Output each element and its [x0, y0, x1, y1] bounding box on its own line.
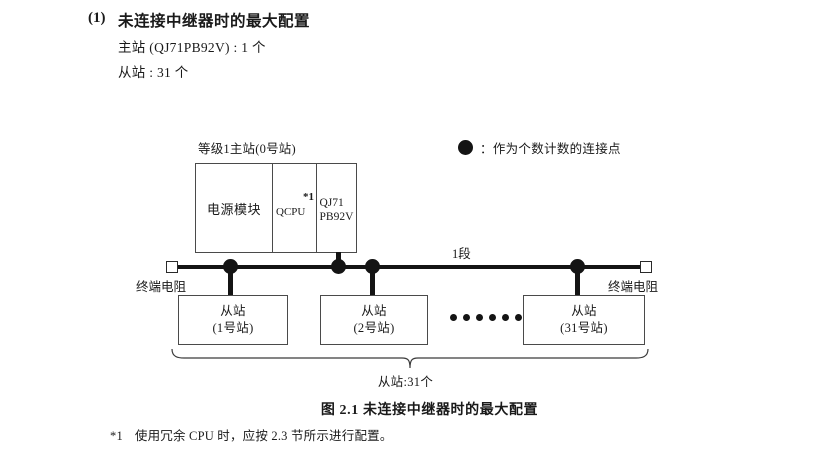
terminating-resistor-right-label: 终端电阻: [608, 280, 659, 294]
drop-line-slave-31: [575, 266, 580, 296]
slave-title-2: 从站: [361, 304, 387, 318]
ellipsis-dots-icon: [450, 314, 522, 321]
section-number: (1): [88, 10, 106, 26]
cpu-footnote-mark: *1: [303, 191, 315, 203]
terminating-resistor-right-icon: [640, 261, 652, 273]
power-module-label: 电源模块: [207, 201, 262, 217]
filled-circle-icon: [458, 140, 473, 155]
connection-point-dot-slave-31: [570, 259, 585, 274]
rack-caption-label: 等级1主站(0号站): [198, 142, 296, 156]
slave-title-31: 从站: [571, 304, 597, 318]
legend: ：作为个数计数的连接点: [458, 138, 621, 157]
spec-slave-count: 从站 : 31 个: [118, 65, 189, 80]
cpu-label: QCPU: [276, 206, 306, 218]
legend-text: ：作为个数计数的连接点: [480, 138, 621, 157]
master-module-label: QJ71 PB92V: [319, 197, 354, 223]
legend-separator: ：: [480, 142, 493, 156]
legend-description: 作为个数计数的连接点: [492, 142, 621, 156]
slave-station-31: (31号站): [560, 321, 608, 335]
slave-station-box-1: 从站 (1号站): [178, 295, 288, 345]
slave-station-box-31: 从站 (31号站): [523, 295, 645, 345]
drop-line-slave-1: [228, 266, 233, 296]
rack-cell-power-module: 电源模块: [196, 164, 274, 252]
connection-point-dot-slave-2: [365, 259, 380, 274]
bus-segment-label: 1段: [452, 247, 471, 261]
bus-trunk-line: [174, 265, 640, 269]
slave-station-1: (1号站): [212, 321, 254, 335]
connection-point-dot-slave-1: [223, 259, 238, 274]
footnote-mark: *1: [110, 429, 123, 443]
section-title: 未连接中继器时的最大配置: [118, 13, 311, 30]
figure-caption-text: 图 2.1 未连接中继器时的最大配置: [320, 403, 539, 418]
rack-cell-master-module: QJ71 PB92V: [317, 164, 357, 252]
rack-cell-cpu: QCPU *1: [273, 164, 317, 252]
connection-point-dot-master: [331, 259, 346, 274]
footnote: *1 使用冗余 CPU 时，应按 2.3 节所示进行配置。: [110, 425, 393, 444]
plc-rack: 电源模块 QCPU *1 QJ71 PB92V: [195, 163, 357, 253]
drop-line-slave-2: [370, 266, 375, 296]
spec-master-count: 主站 (QJ71PB92V) : 1 个: [118, 40, 266, 55]
figure-caption: 图 2.1 未连接中继器时的最大配置: [0, 399, 821, 419]
footnote-text: 使用冗余 CPU 时，应按 2.3 节所示进行配置。: [134, 429, 393, 443]
slave-count-brace: [171, 348, 649, 369]
slave-station-2: (2号站): [353, 321, 395, 335]
slave-title-1: 从站: [220, 304, 246, 318]
slave-count-text: 从站:31个: [377, 375, 434, 389]
slave-count-label: 从站:31个: [0, 371, 821, 390]
terminating-resistor-left-icon: [166, 261, 178, 273]
slave-station-box-2: 从站 (2号站): [320, 295, 428, 345]
terminating-resistor-left-label: 终端电阻: [136, 280, 187, 294]
